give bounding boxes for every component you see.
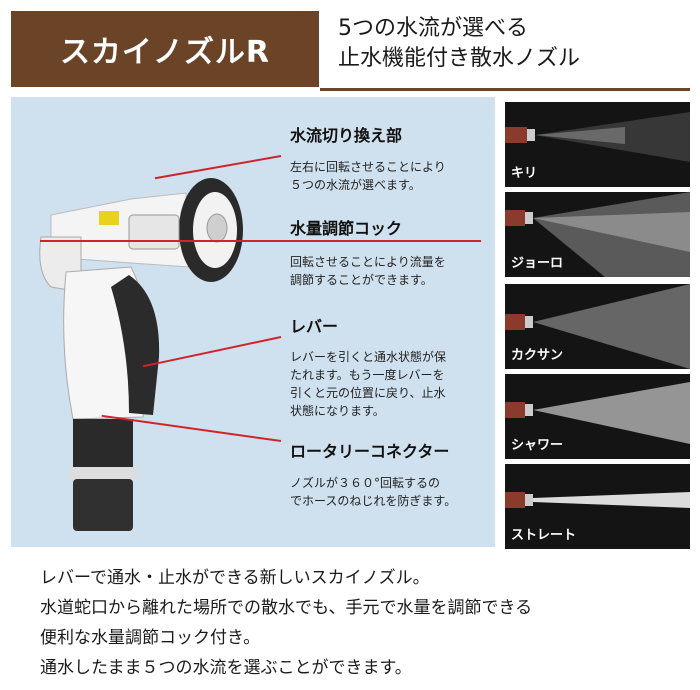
product-panel (11, 97, 495, 547)
tagline: 5つの水流が選べる 止水機能付き散水ノズル (338, 14, 580, 74)
pattern-jouro: ジョーロ (505, 192, 690, 277)
brand-name: スカイノズルR (59, 35, 271, 70)
tagline-line-2: 止水機能付き散水ノズル (338, 46, 581, 71)
description-line-1: レバーで通水・止水ができる新しいスカイノズル。 (40, 568, 430, 588)
nozzle-image (39, 178, 243, 531)
feature-title-2: 水量調節コック (290, 219, 403, 238)
pattern-straight: ストレート (505, 464, 690, 549)
brand-banner: スカイノズルR (11, 11, 319, 87)
pattern-label-shower: シャワー (511, 438, 564, 453)
pattern-kiri: キリ (505, 102, 690, 187)
feature-desc-3: レバーを引くと通水状態が保 たれます。もう一度レバーを 引くと元の位置に戻り、止… (290, 350, 447, 418)
tagline-line-1: 5つの水流が選べる (338, 16, 528, 41)
pattern-label-kiri: キリ (511, 166, 538, 181)
feature-desc-2: 回転させることにより流量を 調節することができます。 (290, 255, 446, 287)
feature-title-1: 水流切り換え部 (290, 126, 403, 145)
feature-title-4: ロータリーコネクター (290, 442, 450, 461)
description-line-4: 通水したまま５つの水流を選ぶことができます。 (40, 658, 412, 678)
feature-desc-4: ノズルが３６０°回転するの でホースのねじれを防ぎます。 (290, 476, 457, 508)
pattern-label-straight: ストレート (511, 528, 577, 543)
pattern-label-kakusan: カクサン (511, 348, 564, 363)
description-line-2: 水道蛇口から離れた場所での散水でも、手元で水量を調節できる (40, 598, 533, 618)
feature-desc-1: 左右に回転させることにより ５つの水流が選べます。 (290, 160, 446, 192)
pattern-kakusan: カクサン (505, 284, 690, 369)
feature-title-3: レバー (290, 317, 339, 336)
pattern-label-jouro: ジョーロ (511, 256, 564, 271)
callout-line-2 (40, 240, 481, 242)
pattern-shower: シャワー (505, 374, 690, 459)
header-divider (320, 88, 690, 91)
description-line-3: 便利な水量調節コック付き。 (40, 628, 261, 648)
